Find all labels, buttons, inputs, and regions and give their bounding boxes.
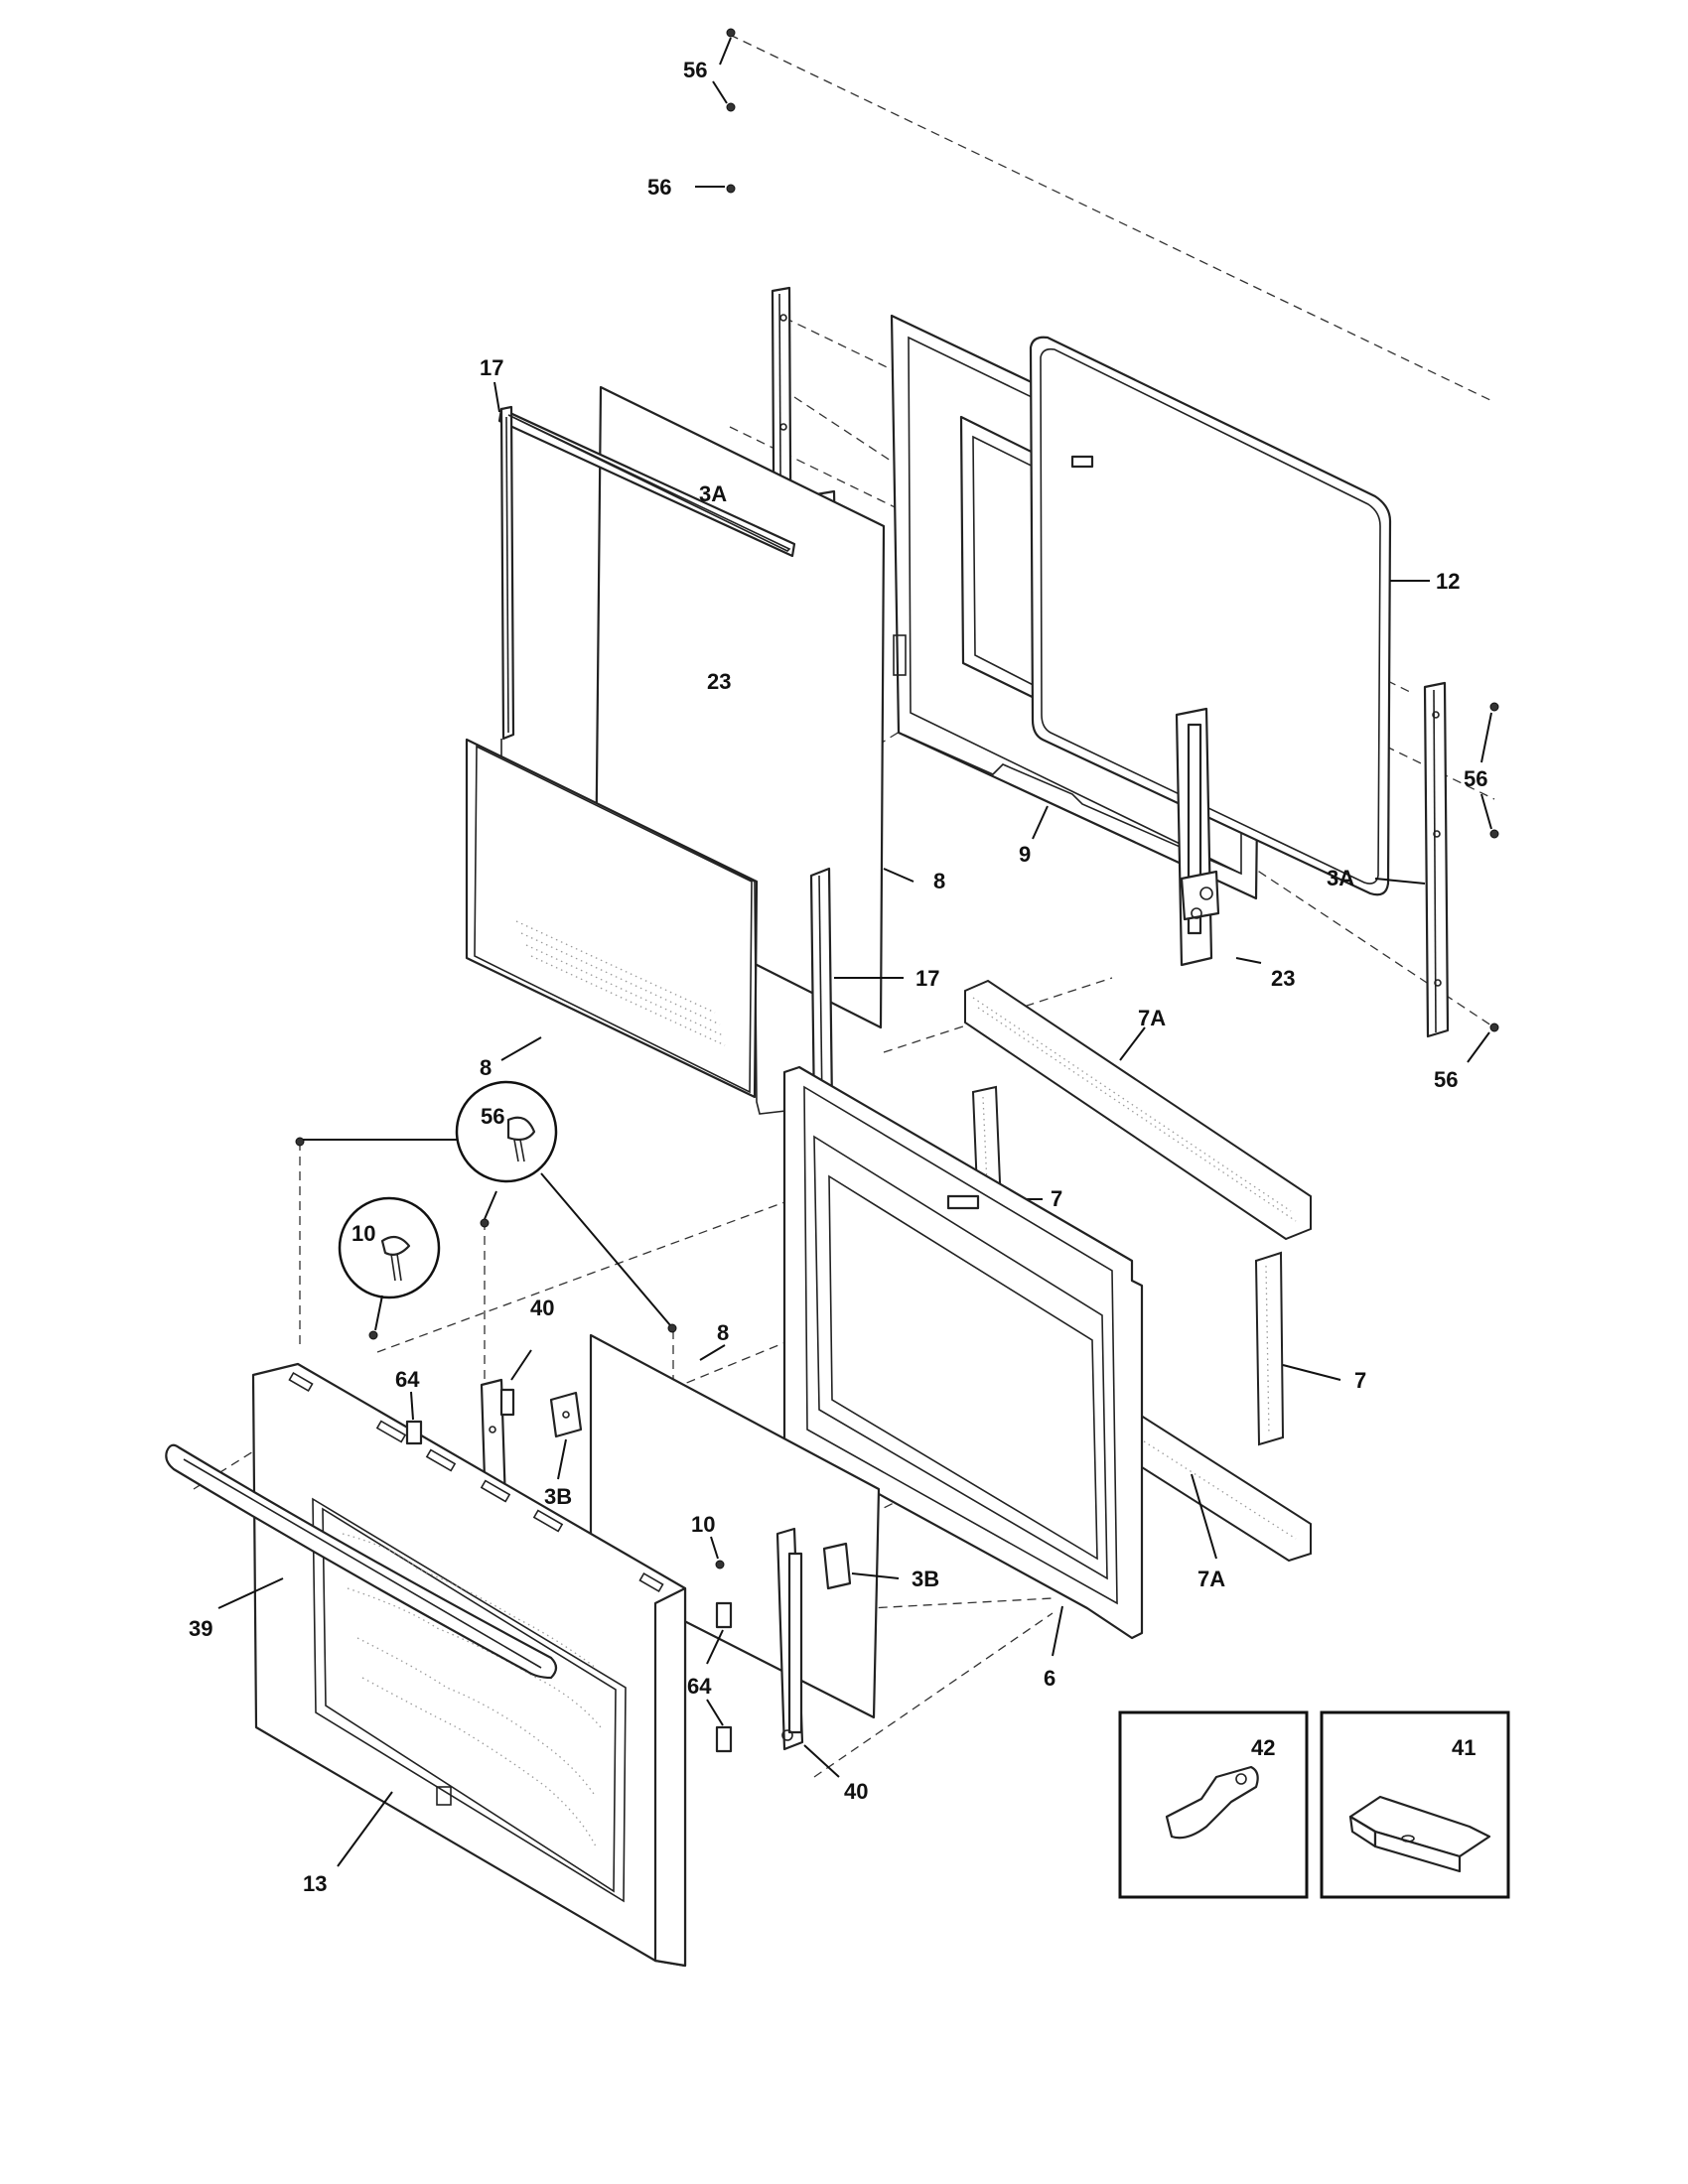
inset-part-41	[1320, 1710, 1510, 1899]
callout-7-right: 7	[1354, 1368, 1366, 1393]
callout-8-inner: 8	[717, 1320, 729, 1345]
callout-56-bubble: 56	[481, 1104, 504, 1129]
callout-8-right: 8	[933, 869, 945, 893]
callout-10-small: 10	[691, 1512, 715, 1537]
callout-23-right: 23	[1271, 966, 1295, 991]
callout-56-mid: 56	[647, 175, 671, 200]
door-seal-frame-12	[1029, 336, 1430, 896]
callout-56-top: 56	[683, 58, 707, 82]
callout-9: 9	[1019, 842, 1031, 867]
callout-64-bottom: 64	[687, 1674, 712, 1699]
callout-10-bubble: 10	[352, 1221, 375, 1246]
glass-panel-8-lower	[589, 1333, 881, 1719]
callout-7a-bottom: 7A	[1197, 1567, 1225, 1591]
callout-3b-right: 3B	[912, 1567, 939, 1591]
glass-frame-bottom-edge	[500, 739, 795, 1115]
callout-42: 42	[1251, 1735, 1275, 1760]
clip-3b-left	[549, 1391, 583, 1480]
callout-labels: 56 3A 56 12 17 23 56 9 3A 8 17 23 8 56 7…	[189, 58, 1487, 1896]
hinge-23-right	[1175, 707, 1262, 967]
hinge-channel-3a-right	[1374, 681, 1499, 1063]
callout-23-left: 23	[707, 669, 731, 694]
bracket-40-bottom	[775, 1527, 840, 1778]
callout-12: 12	[1436, 569, 1460, 594]
callout-56-lower: 56	[1434, 1067, 1458, 1092]
glass-spacer-17-left	[493, 381, 796, 741]
callout-17-top: 17	[480, 355, 503, 380]
callout-3a-left: 3A	[699, 481, 727, 506]
callout-39: 39	[189, 1616, 212, 1641]
callout-13: 13	[303, 1871, 327, 1896]
callout-17-right: 17	[915, 966, 939, 991]
callout-7-mid: 7	[1051, 1186, 1062, 1211]
callout-3b-left: 3B	[544, 1484, 572, 1509]
callout-6: 6	[1044, 1666, 1055, 1691]
callout-8-left: 8	[480, 1055, 492, 1080]
clip-64-bottom	[706, 1601, 733, 1753]
callout-41: 41	[1452, 1735, 1476, 1760]
detail-bubble-screw-56	[295, 1080, 677, 1333]
callout-40-top: 40	[530, 1296, 554, 1320]
inner-door-panel-6	[782, 1065, 1144, 1657]
screw-10-small	[710, 1536, 725, 1570]
door-handle-39	[165, 1443, 558, 1680]
callout-64-top: 64	[395, 1367, 420, 1392]
clip-3b-right	[822, 1542, 900, 1590]
outer-door-13	[251, 1362, 687, 1968]
callout-56-right: 56	[1464, 766, 1487, 791]
inset-part-42	[1118, 1710, 1309, 1899]
clip-64-top	[405, 1391, 423, 1445]
insulation-7-right	[1254, 1251, 1341, 1446]
glass-panel-8-front	[465, 738, 759, 1099]
screw-56-top-set	[695, 28, 736, 194]
insulation-7a-top	[964, 979, 1312, 1241]
detail-bubble-screw-10	[338, 1196, 441, 1340]
callout-3a-right: 3A	[1327, 866, 1354, 890]
callout-7a-top: 7A	[1138, 1006, 1166, 1030]
callout-40-bottom: 40	[844, 1779, 868, 1804]
